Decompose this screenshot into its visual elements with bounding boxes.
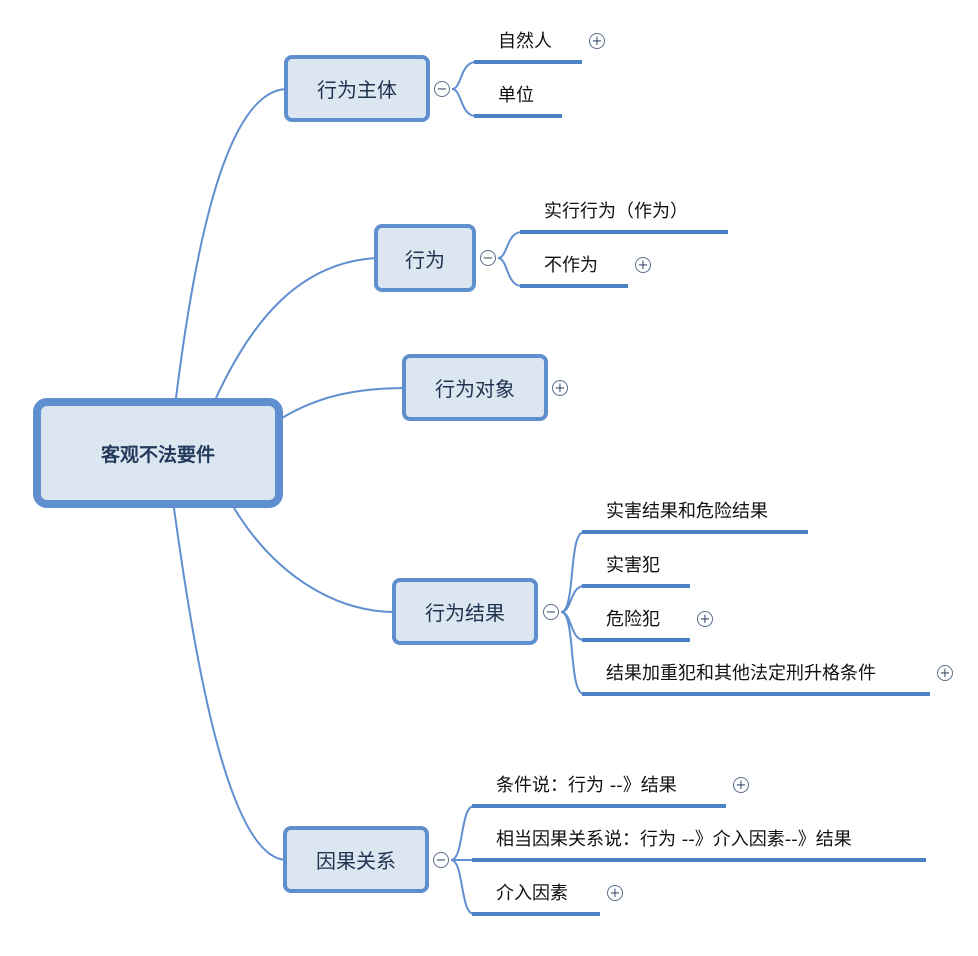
leaf-underline	[582, 692, 930, 696]
leaf-underline	[472, 858, 926, 862]
leaf-4-1[interactable]: 相当因果关系说：行为 --》介入因素--》结果	[496, 829, 852, 850]
leaf-underline	[582, 530, 808, 534]
link-branch-0-child-0	[451, 61, 477, 90]
expand-icon[interactable]: +	[607, 885, 623, 901]
link-root-branch-4	[173, 507, 287, 861]
branch-node-2[interactable]: 行为对象	[402, 354, 548, 421]
leaf-3-3[interactable]: 结果加重犯和其他法定刑升格条件	[606, 663, 876, 684]
branch-node-1-label: 行为	[405, 247, 445, 272]
leaf-underline	[472, 912, 600, 916]
link-branch-0-child-1	[451, 88, 477, 117]
expand-icon[interactable]: +	[733, 777, 749, 793]
branch-node-0[interactable]: 行为主体	[284, 55, 430, 122]
expand-icon[interactable]: +	[697, 611, 713, 627]
link-branch-1-child-0	[497, 231, 523, 259]
leaf-underline	[474, 114, 562, 118]
leaf-underline	[582, 584, 690, 588]
leaf-underline	[520, 284, 628, 288]
branch-node-4-label: 因果关系	[316, 849, 396, 873]
collapse-icon[interactable]: −	[480, 250, 496, 266]
leaf-1-1[interactable]: 不作为	[544, 255, 598, 276]
link-branch-3-child-2	[560, 611, 585, 641]
branch-node-2-label: 行为对象	[435, 377, 515, 401]
leaf-3-1[interactable]: 实害犯	[606, 555, 660, 576]
leaf-4-2[interactable]: 介入因素	[496, 883, 568, 904]
leaf-1-0[interactable]: 实行行为（作为）	[544, 201, 688, 222]
link-root-branch-0	[175, 88, 287, 399]
link-root-branch-2	[281, 387, 406, 419]
branch-node-3[interactable]: 行为结果	[392, 578, 538, 645]
collapse-icon[interactable]: −	[433, 852, 449, 868]
link-branch-3-child-1	[560, 585, 585, 613]
leaf-underline	[474, 60, 582, 64]
root-node[interactable]: 客观不法要件	[33, 398, 283, 508]
expand-icon[interactable]: +	[552, 380, 568, 396]
link-root-branch-3	[233, 507, 396, 613]
branch-node-1[interactable]: 行为	[374, 224, 476, 292]
leaf-0-0[interactable]: 自然人	[498, 31, 552, 52]
collapse-icon[interactable]: −	[434, 81, 450, 97]
link-branch-4-child-2	[450, 859, 475, 915]
collapse-icon[interactable]: −	[543, 604, 559, 620]
root-node-label: 客观不法要件	[100, 443, 215, 466]
link-branch-3-child-0	[560, 531, 585, 613]
leaf-3-2[interactable]: 危险犯	[606, 609, 660, 630]
link-branch-1-child-1	[497, 257, 523, 287]
link-root-branch-1	[215, 257, 378, 399]
expand-icon[interactable]: +	[937, 665, 953, 681]
leaf-0-1[interactable]: 单位	[498, 85, 534, 106]
branch-node-0-label: 行为主体	[317, 78, 397, 102]
leaf-3-0[interactable]: 实害结果和危险结果	[606, 501, 768, 522]
branch-node-3-label: 行为结果	[425, 601, 505, 625]
leaf-underline	[582, 638, 690, 642]
link-branch-3-child-3	[560, 611, 585, 695]
leaf-underline	[472, 804, 726, 808]
link-branch-4-child-0	[450, 805, 475, 861]
expand-icon[interactable]: +	[635, 257, 651, 273]
leaf-underline	[520, 230, 728, 234]
branch-node-4[interactable]: 因果关系	[283, 826, 429, 893]
expand-icon[interactable]: +	[589, 33, 605, 49]
leaf-4-0[interactable]: 条件说：行为 --》结果	[496, 775, 677, 796]
